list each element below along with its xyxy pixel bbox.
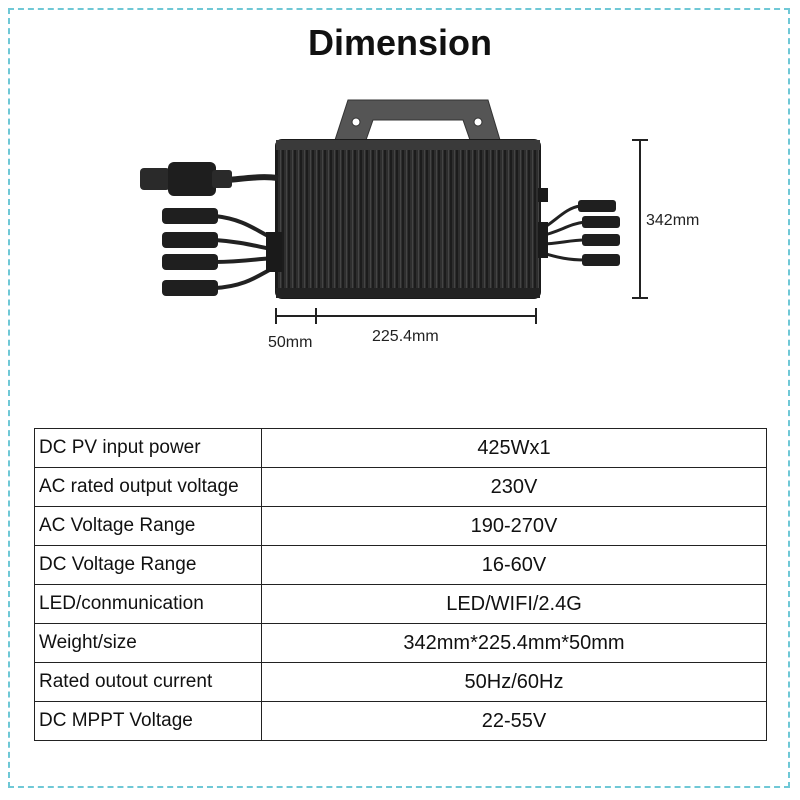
width-label: 225.4mm — [372, 328, 439, 345]
ac-output-cable — [140, 162, 279, 196]
table-row: Weight/size 342mm*225.4mm*50mm — [34, 623, 767, 663]
spec-label: Rated outout current — [34, 662, 262, 702]
table-row: AC rated output voltage 230V — [34, 467, 767, 507]
inverter-body — [275, 139, 541, 299]
table-row: DC MPPT Voltage 22-55V — [34, 701, 767, 741]
spec-table: DC PV input power 425Wx1 AC rated output… — [34, 428, 767, 741]
spec-value: 425Wx1 — [261, 428, 767, 468]
page-title: Dimension — [307, 22, 493, 63]
spec-label: DC PV input power — [34, 428, 262, 468]
spec-label: DC MPPT Voltage — [34, 701, 262, 741]
dc-input-cables-right — [538, 188, 620, 266]
spec-value: 22-55V — [261, 701, 767, 741]
spec-value: LED/WIFI/2.4G — [261, 584, 767, 624]
height-label: 342mm — [646, 212, 699, 229]
spec-label: Weight/size — [34, 623, 262, 663]
table-row: DC Voltage Range 16-60V — [34, 545, 767, 585]
spec-label: DC Voltage Range — [34, 545, 262, 585]
table-row: LED/conmunication LED/WIFI/2.4G — [34, 584, 767, 624]
spec-value: 230V — [261, 467, 767, 507]
spec-value: 190-270V — [261, 506, 767, 546]
spec-label: AC Voltage Range — [34, 506, 262, 546]
spec-value: 16-60V — [261, 545, 767, 585]
table-row: Rated outout current 50Hz/60Hz — [34, 662, 767, 702]
spec-label: AC rated output voltage — [34, 467, 262, 507]
depth-label: 50mm — [268, 334, 312, 351]
spec-label: LED/conmunication — [34, 584, 262, 624]
mounting-bracket — [334, 99, 501, 141]
width-dimension: 50mm 225.4mm — [268, 308, 537, 351]
height-dimension: 342mm — [632, 139, 699, 299]
product-figure: 342mm 50mm 225.4mm — [140, 99, 699, 351]
dashed-frame — [8, 8, 790, 788]
spec-value: 342mm*225.4mm*50mm — [261, 623, 767, 663]
dc-input-cables-left — [162, 208, 282, 296]
table-row: AC Voltage Range 190-270V — [34, 506, 767, 546]
table-row: DC PV input power 425Wx1 — [34, 428, 767, 468]
spec-value: 50Hz/60Hz — [261, 662, 767, 702]
